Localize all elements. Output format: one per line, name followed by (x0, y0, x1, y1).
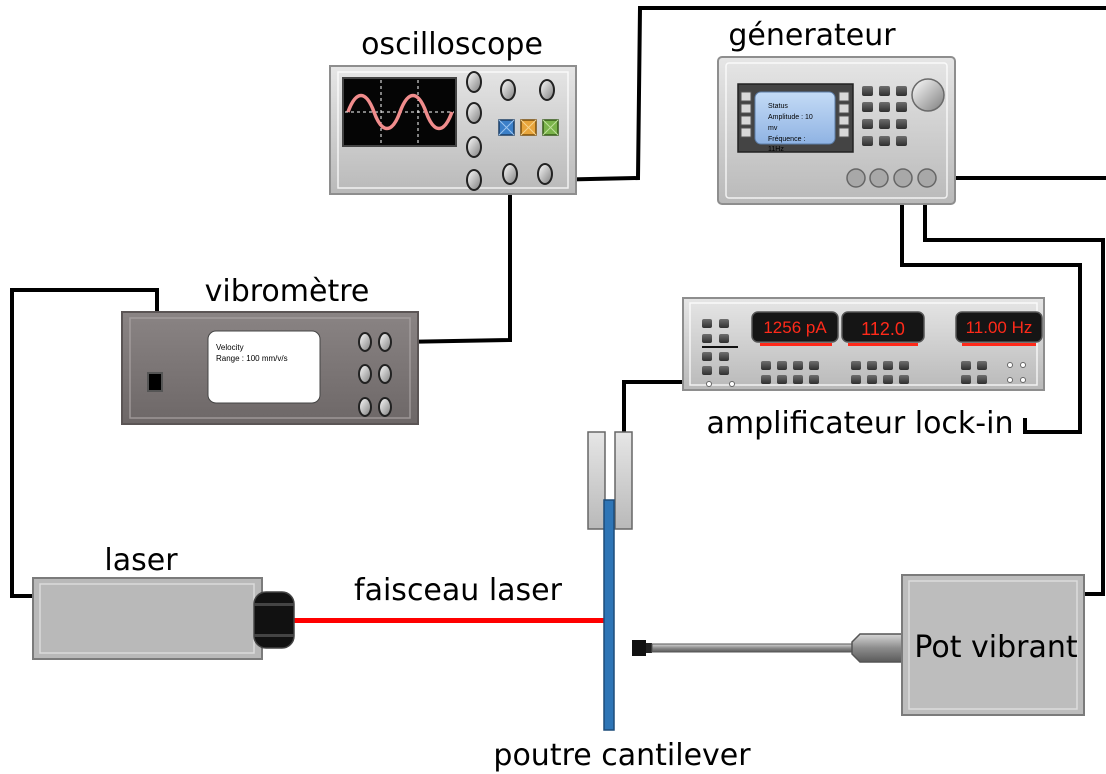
vibrometer-screen-range: Range : 100 mm/v/s (216, 354, 288, 363)
label-oscilloscope: oscilloscope (361, 27, 543, 62)
wire-lockin-electrode (622, 380, 707, 432)
generator-keypad (862, 86, 907, 146)
generator-soft-keys (740, 91, 850, 138)
cantilever-beam (603, 499, 615, 731)
label-lockin: amplificateur lock-in (707, 406, 1014, 441)
oscilloscope (329, 65, 577, 195)
lockin-display-frequency (955, 311, 1043, 343)
label-laser: laser (104, 543, 178, 578)
wire-generator-lockin (900, 180, 1082, 434)
generator-screen-status: Status (768, 103, 788, 110)
vibrometer-screen (207, 330, 321, 404)
cantilever-assembly (587, 431, 633, 731)
wire-osc-generator (544, 6, 1106, 182)
label-cantilever: poutre cantilever (493, 738, 751, 773)
generator-screen-frequency-label: Fréquence : (768, 136, 805, 143)
shaker (632, 574, 1085, 716)
label-beam: faisceau laser (354, 573, 563, 608)
oscilloscope-sine-trace (346, 93, 454, 131)
lockin-display-current (751, 311, 839, 343)
lockin-buttons (702, 319, 987, 384)
vibrometer-knobs (358, 332, 392, 417)
clamp-left (587, 431, 606, 530)
oscilloscope-color-buttons (498, 119, 559, 136)
shaker-tip (632, 640, 646, 656)
clamp-right (614, 431, 633, 530)
shaker-coupler (851, 633, 906, 663)
generator (717, 56, 956, 205)
shaker-rod (651, 643, 857, 653)
wire-generator-shaker (923, 180, 1105, 596)
lockin-display-phase (841, 311, 925, 343)
oscilloscope-knobs (466, 71, 555, 191)
lockin-amplifier (682, 297, 1045, 391)
vibrometer-screen-mode: Velocity (216, 343, 244, 352)
generator-screen (754, 91, 836, 145)
label-shaker: Pot vibrant (914, 630, 1078, 665)
shaker-body (901, 574, 1085, 716)
vibrometer (121, 311, 419, 425)
generator-screen-frequency-value: 11Hz (768, 146, 784, 153)
generator-dial (911, 78, 945, 112)
laser (32, 577, 604, 660)
lockin-display-current-value: 1256 pA (763, 318, 827, 337)
generator-screen-unit: mv (768, 125, 778, 132)
lockin-displays (751, 311, 1043, 346)
vibrometer-aperture (147, 372, 163, 392)
lockin-display-phase-value: 112.0 (861, 319, 905, 339)
lockin-connectors (706, 362, 1026, 387)
label-vibrometer: vibromètre (205, 274, 370, 309)
lockin-display-frequency-value: 11.00 Hz (966, 318, 1033, 337)
generator-connectors (846, 168, 937, 188)
generator-screen-amplitude: Amplitude : 10 (768, 114, 813, 121)
laser-beam (292, 618, 604, 623)
label-generator: génerateur (728, 18, 896, 53)
wires (10, 6, 1106, 598)
laser-lens-housing (253, 591, 295, 649)
wire-osc-vibrometer (397, 176, 512, 344)
wire-vibrometer-laser (10, 288, 159, 598)
